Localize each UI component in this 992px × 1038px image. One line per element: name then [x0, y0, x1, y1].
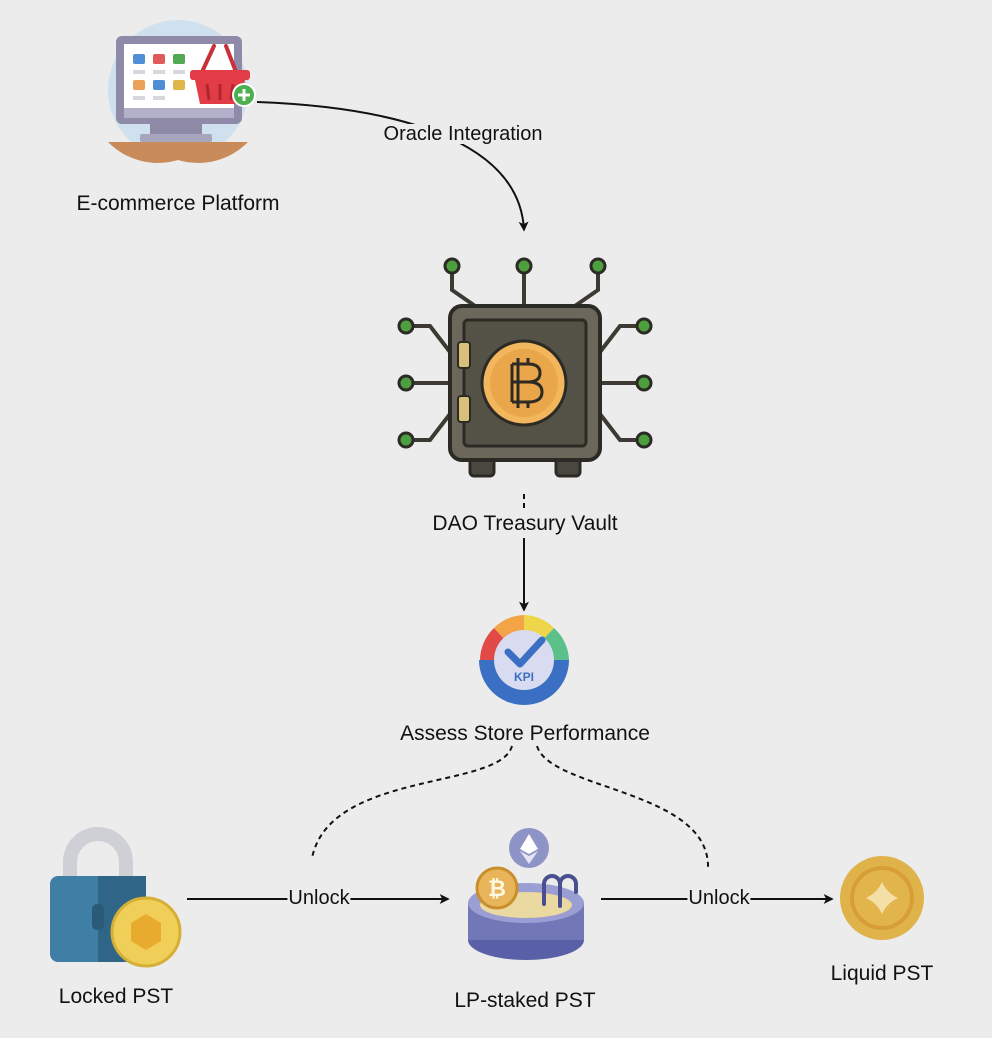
kpi-gauge-icon: KPI [479, 615, 569, 705]
edge-label-oracle: Oracle Integration [382, 123, 544, 145]
gold-coin-icon [840, 856, 924, 940]
edge-kpi-to-liquid-dashed [536, 745, 710, 869]
kpi-badge-text: KPI [514, 670, 534, 684]
edge-oracle-integration [256, 101, 529, 232]
node-label-ecommerce: E-commerce Platform [76, 192, 280, 215]
edge-label-unlock-1: Unlock [287, 887, 351, 909]
node-label-lp: LP-staked PST [454, 989, 596, 1012]
node-label-locked: Locked PST [58, 985, 174, 1008]
node-label-vault: DAO Treasury Vault [432, 512, 618, 535]
edge-label-unlock-2: Unlock [687, 887, 751, 909]
liquidity-pool-icon: ₿ [468, 828, 584, 960]
edge-kpi-to-locked-dashed [311, 745, 513, 859]
bitcoin-vault-icon [397, 257, 653, 478]
shopping-monitor-icon [108, 20, 256, 163]
svg-text:₿: ₿ [488, 877, 506, 902]
node-label-liquid: Liquid PST [830, 962, 934, 985]
padlock-coin-icon [50, 827, 182, 968]
node-label-kpi: Assess Store Performance [400, 722, 650, 745]
